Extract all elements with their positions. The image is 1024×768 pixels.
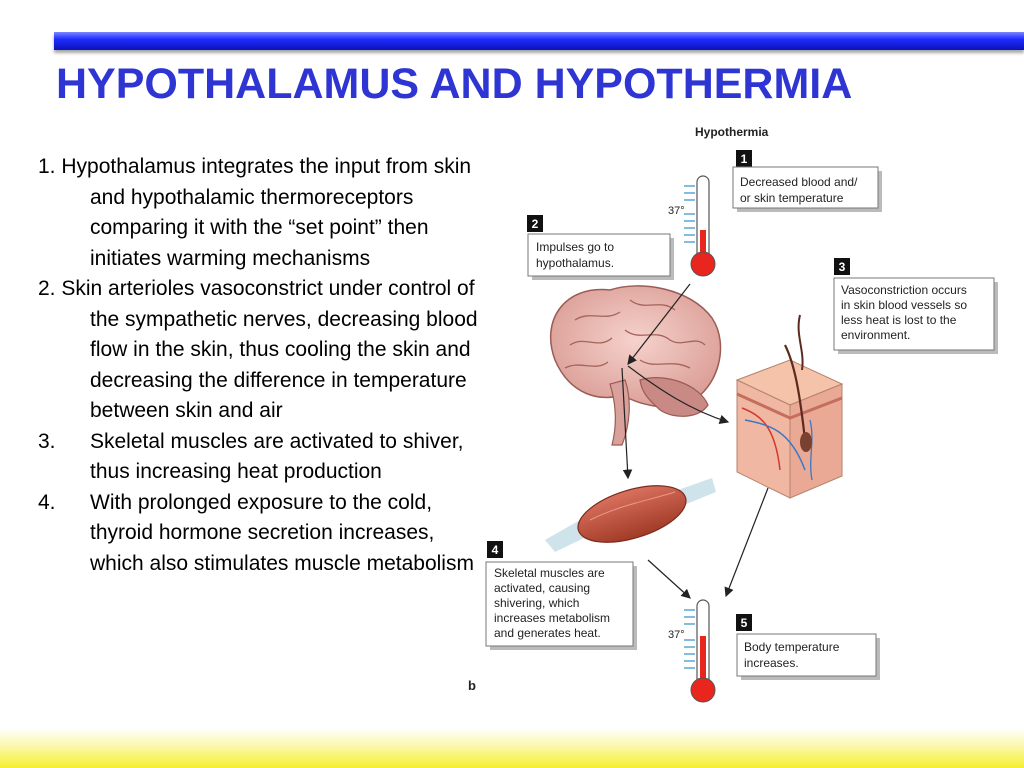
thermometer-icon: 37° — [668, 599, 716, 703]
step-text-line: increases metabolism — [494, 611, 610, 625]
figure-heading: Hypothermia — [695, 125, 769, 139]
skin-illustration — [735, 314, 844, 499]
step-number: 4 — [492, 543, 499, 557]
flow-arrows — [621, 283, 769, 599]
step-5-callout: 5 Body temperature increases. — [736, 614, 880, 680]
step-number: 5 — [741, 616, 748, 630]
item-text: Hypothalamus integrates the input from s… — [61, 155, 472, 270]
step-text-line: activated, causing — [494, 581, 590, 595]
step-1-callout: 1 Decreased blood and/ or skin temperatu… — [732, 150, 882, 212]
list-item: 2. Skin arterioles vasoconstrict under c… — [38, 274, 478, 427]
bullet-list: 1. Hypothalamus integrates the input fro… — [38, 152, 478, 579]
step-text-line: in skin blood vessels so — [841, 298, 967, 312]
step-number: 2 — [532, 217, 539, 231]
thermometer-label: 37° — [668, 629, 685, 641]
thermometer-icon: 37° — [668, 175, 716, 277]
step-text-line: Impulses go to — [536, 240, 614, 254]
step-4-callout: 4 Skeletal muscles are activated, causin… — [485, 541, 637, 650]
step-text-line: increases. — [744, 656, 799, 670]
item-text: Skeletal muscles are activated to shiver… — [90, 429, 464, 484]
step-number: 3 — [839, 260, 846, 274]
thermometer-label: 37° — [668, 205, 685, 217]
step-text-line: Vasoconstriction occurs — [841, 283, 967, 297]
step-text-line: Skeletal muscles are — [494, 566, 605, 580]
footer-bar — [0, 728, 1024, 768]
step-text-line: or skin temperature — [740, 191, 844, 205]
slide-title: HYPOTHALAMUS AND HYPOTHERMIA — [56, 60, 853, 108]
list-item: 1. Hypothalamus integrates the input fro… — [38, 152, 478, 274]
item-text: Skin arterioles vasoconstrict under cont… — [61, 277, 478, 422]
step-text-line: and generates heat. — [494, 626, 601, 640]
item-number: 2. — [38, 277, 56, 300]
list-item: 3. Skeletal muscles are activated to shiv… — [38, 427, 478, 488]
item-number: 4. — [38, 490, 56, 514]
header-bar — [54, 32, 1024, 50]
list-item: 4. With prolonged exposure to the cold, t… — [38, 488, 478, 580]
step-number: 1 — [741, 152, 748, 166]
step-text-line: Body temperature — [744, 640, 840, 654]
step-text-line: Decreased blood and/ — [740, 175, 858, 189]
step-3-callout: 3 Vasoconstriction occurs in skin blood … — [833, 258, 998, 354]
item-number: 1. — [38, 155, 56, 178]
hypothermia-diagram: Hypothermia 37° 1 Decreased blood and/ o… — [468, 125, 998, 703]
muscle-illustration — [545, 478, 716, 552]
item-number: 3. — [38, 429, 56, 453]
step-text-line: hypothalamus. — [536, 256, 614, 270]
step-2-callout: 2 Impulses go to hypothalamus. — [527, 215, 674, 280]
item-text: With prolonged exposure to the cold, thy… — [90, 490, 474, 575]
step-text-line: shivering, which — [494, 596, 579, 610]
step-text-line: less heat is lost to the — [841, 313, 957, 327]
brain-illustration — [549, 285, 722, 446]
panel-letter: b — [468, 678, 476, 693]
step-text-line: environment. — [841, 328, 910, 342]
